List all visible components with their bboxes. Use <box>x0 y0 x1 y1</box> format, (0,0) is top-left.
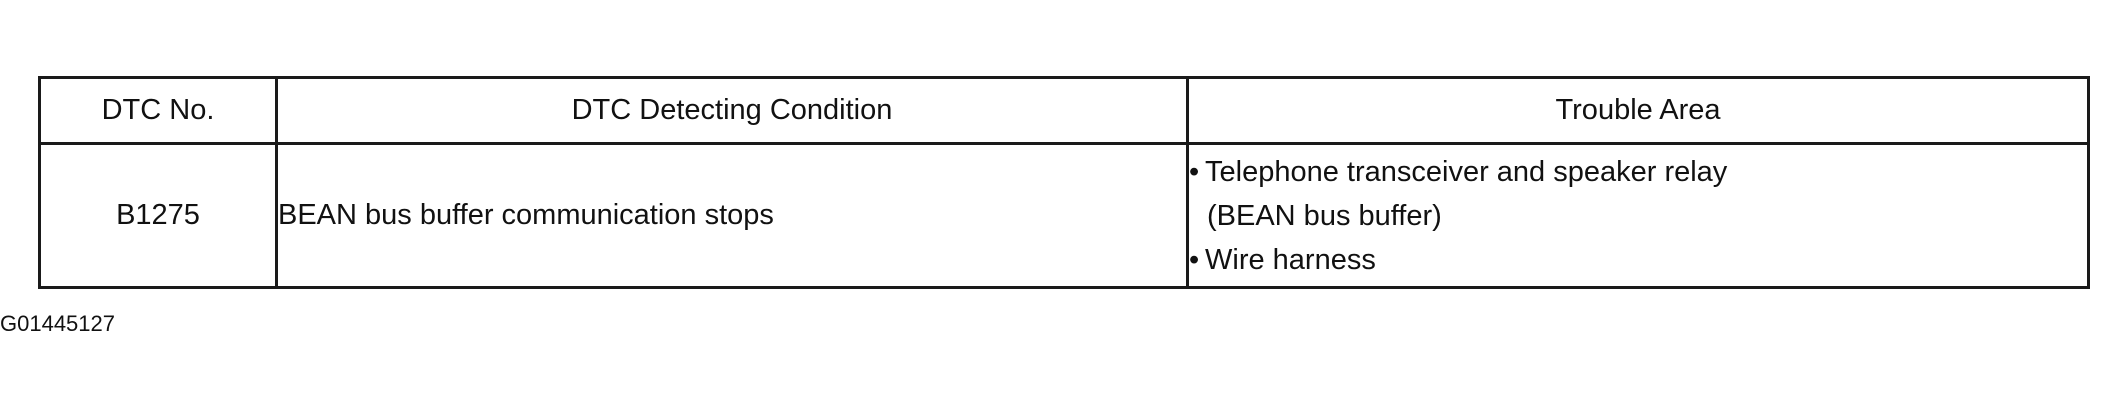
cell-detecting-condition: BEAN bus buffer communication stops <box>275 142 1189 289</box>
bullet-icon: • <box>1189 243 1200 276</box>
list-item: • Telephone transceiver and speaker rela… <box>1189 150 2087 238</box>
header-dtc-no: DTC No. <box>38 76 278 145</box>
bullet-icon: • <box>1189 155 1200 188</box>
trouble-area-item-text: Wire harness <box>1205 243 1376 276</box>
header-detecting-condition: DTC Detecting Condition <box>275 76 1189 145</box>
header-trouble-area: Trouble Area <box>1186 76 2090 145</box>
cell-trouble-area: • Telephone transceiver and speaker rela… <box>1186 142 2090 289</box>
table-row: B1275 BEAN bus buffer communication stop… <box>38 142 2090 289</box>
figure-id: G01445127 <box>0 311 115 336</box>
list-item: • Wire harness <box>1189 238 2087 282</box>
cell-dtc-no: B1275 <box>38 142 278 289</box>
dtc-table: DTC No. DTC Detecting Condition Trouble … <box>38 76 2090 289</box>
table-header-row: DTC No. DTC Detecting Condition Trouble … <box>38 76 2090 145</box>
trouble-area-list: • Telephone transceiver and speaker rela… <box>1189 150 2087 282</box>
trouble-area-item-continuation: (BEAN bus buffer) <box>1207 199 1442 232</box>
trouble-area-item-text: Telephone transceiver and speaker relay <box>1205 155 1728 188</box>
